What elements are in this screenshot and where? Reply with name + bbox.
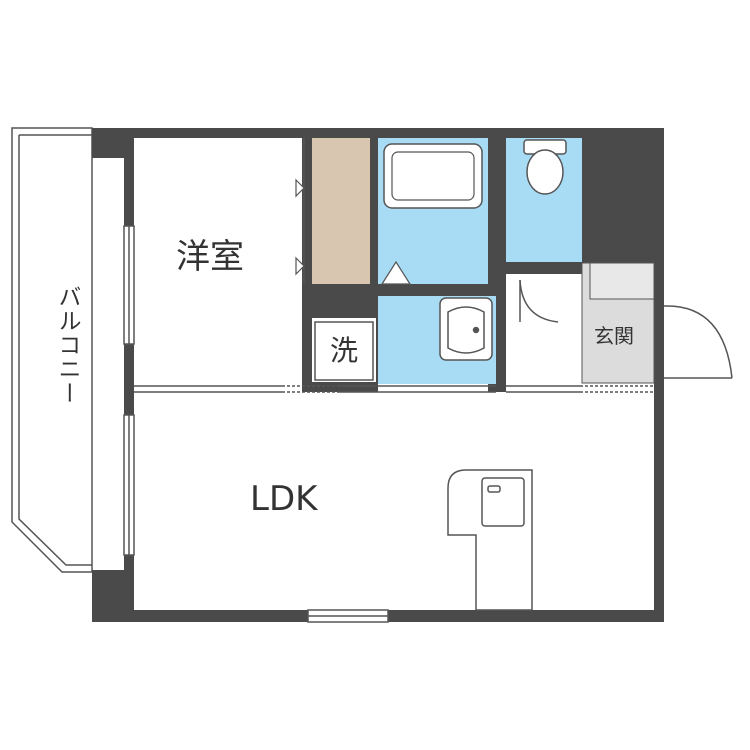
toilet xyxy=(523,139,567,195)
floors xyxy=(134,138,655,610)
windows xyxy=(123,225,389,623)
balcony xyxy=(11,127,93,573)
shoe-box xyxy=(589,262,655,300)
western-room-label: 洋室 xyxy=(176,237,244,277)
hall-floor xyxy=(506,274,582,384)
closet-doors xyxy=(295,178,305,276)
washroom-label: 洗 xyxy=(329,334,358,367)
kitchen xyxy=(447,469,533,611)
partitions xyxy=(134,138,654,393)
ldk-floor xyxy=(134,392,654,610)
entrance-label: 玄関 xyxy=(594,324,634,348)
bathtub xyxy=(380,143,483,285)
ldk-label: LDK xyxy=(250,479,318,519)
western-room-floor xyxy=(134,138,302,386)
balcony-label: バルコニー xyxy=(54,285,80,405)
closet xyxy=(312,138,370,284)
laundry-box xyxy=(314,321,374,381)
wash-basin xyxy=(439,297,493,361)
doors xyxy=(519,279,733,379)
